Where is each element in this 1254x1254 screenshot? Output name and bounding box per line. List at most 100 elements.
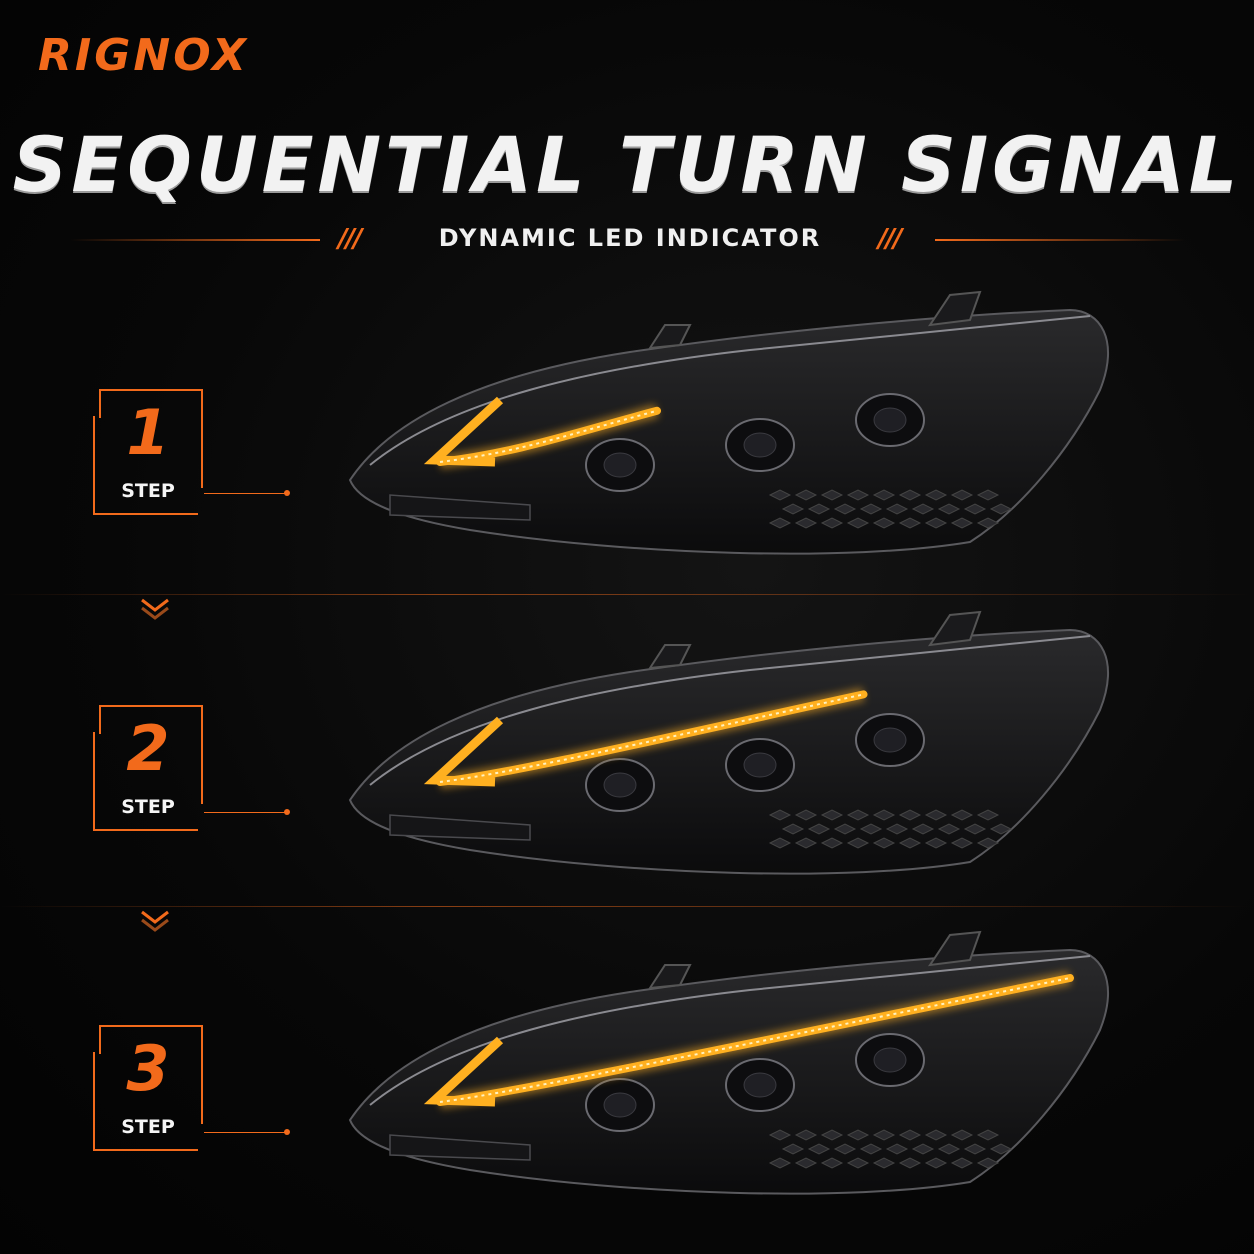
honeycomb-cell xyxy=(963,823,987,835)
chevron-down-icon xyxy=(141,598,169,620)
honeycomb-cell xyxy=(820,489,844,501)
honeycomb-cell xyxy=(950,489,974,501)
subtitle-row: /// DYNAMIC LED INDICATOR /// xyxy=(0,222,1254,258)
honeycomb-cell xyxy=(989,503,1013,515)
slash-mark-left: /// xyxy=(338,224,362,254)
honeycomb-cell xyxy=(924,837,948,849)
honeycomb-cell xyxy=(794,1129,818,1141)
step-leader-3 xyxy=(204,1132,286,1133)
honeycomb-cell xyxy=(911,823,935,835)
honeycomb-cell xyxy=(911,1143,935,1155)
mount-tab xyxy=(648,964,692,990)
projector-lens-core xyxy=(873,727,907,753)
honeycomb-cell xyxy=(976,1157,1000,1169)
honeycomb-cell xyxy=(898,1157,922,1169)
signal-arrowhead xyxy=(423,716,504,787)
honeycomb-cell xyxy=(768,1129,792,1141)
honeycomb-cell xyxy=(885,503,909,515)
headlight-step-2 xyxy=(348,610,1110,875)
projector-lens-core xyxy=(873,1047,907,1073)
honeycomb-cell xyxy=(807,823,831,835)
honeycomb-cell xyxy=(937,823,961,835)
mount-tab xyxy=(648,324,692,350)
subtitle: DYNAMIC LED INDICATOR xyxy=(438,224,822,252)
honeycomb-cell xyxy=(976,489,1000,501)
lens-edge xyxy=(369,315,1091,466)
honeycomb-cell xyxy=(846,1129,870,1141)
honeycomb-cell xyxy=(989,823,1013,835)
honeycomb-cell xyxy=(976,809,1000,821)
honeycomb-cell xyxy=(976,517,1000,529)
honeycomb-cell xyxy=(781,1143,805,1155)
projector-lens-core xyxy=(743,752,777,778)
honeycomb-cell xyxy=(846,809,870,821)
honeycomb-cell xyxy=(859,823,883,835)
lens-edge xyxy=(369,635,1091,786)
brand-logo: RIGNOX xyxy=(38,30,249,81)
honeycomb-cell xyxy=(794,489,818,501)
lower-trim xyxy=(389,1134,531,1161)
honeycomb-cell xyxy=(807,1143,831,1155)
signal-arrowhead xyxy=(423,1036,504,1107)
step-number-3: 3 xyxy=(126,1032,170,1105)
mount-tab xyxy=(927,930,982,967)
honeycomb-cell xyxy=(898,1129,922,1141)
honeycomb-cell xyxy=(781,503,805,515)
projector-lens-core xyxy=(603,452,637,478)
honeycomb-cell xyxy=(976,837,1000,849)
honeycomb-cell xyxy=(924,1157,948,1169)
honeycomb-cell xyxy=(950,837,974,849)
honeycomb-cell xyxy=(768,837,792,849)
honeycomb-cell xyxy=(989,1143,1013,1155)
step-frame-2 xyxy=(93,705,203,831)
lower-trim xyxy=(389,494,531,521)
projector-lens-core xyxy=(743,432,777,458)
step-badge-1: 1 STEP xyxy=(92,388,204,516)
honeycomb-cell xyxy=(937,503,961,515)
step-dot-3 xyxy=(284,1129,290,1135)
honeycomb-cell xyxy=(768,517,792,529)
honeycomb-cell xyxy=(885,823,909,835)
honeycomb-cell xyxy=(872,517,896,529)
honeycomb-cell xyxy=(976,1129,1000,1141)
step-label-3: STEP xyxy=(121,1116,175,1138)
honeycomb-cell xyxy=(950,1129,974,1141)
honeycomb-cell xyxy=(898,489,922,501)
honeycomb-cell xyxy=(937,1143,961,1155)
mount-tab xyxy=(927,610,982,647)
honeycomb-cell xyxy=(859,1143,883,1155)
honeycomb-cell xyxy=(872,1157,896,1169)
step-frame-1 xyxy=(93,389,203,515)
honeycomb-cell xyxy=(846,1157,870,1169)
honeycomb-cell xyxy=(846,489,870,501)
honeycomb-cell xyxy=(924,1129,948,1141)
signal-led-dots xyxy=(439,409,658,463)
headlight-step-3 xyxy=(348,930,1110,1195)
honeycomb-cell xyxy=(768,489,792,501)
step-dot-2 xyxy=(284,809,290,815)
honeycomb-cell xyxy=(820,1129,844,1141)
honeycomb-cell xyxy=(872,1129,896,1141)
honeycomb-cell xyxy=(872,809,896,821)
honeycomb-cell xyxy=(781,823,805,835)
slash-mark-right: /// xyxy=(878,224,902,254)
headlight-housing xyxy=(348,308,1110,555)
headlight-step-1 xyxy=(348,290,1110,555)
projector-lens-core xyxy=(603,772,637,798)
section-divider-1 xyxy=(0,594,1254,595)
honeycomb-cell xyxy=(963,1143,987,1155)
subtitle-line-right xyxy=(935,239,1185,241)
honeycomb-cell xyxy=(950,1157,974,1169)
honeycomb-cell xyxy=(794,809,818,821)
step-leader-2 xyxy=(204,812,286,813)
honeycomb-cell xyxy=(950,517,974,529)
honeycomb-cell xyxy=(924,489,948,501)
honeycomb-cell xyxy=(820,809,844,821)
projector-lens-core xyxy=(873,407,907,433)
honeycomb-cell xyxy=(872,837,896,849)
signal-led-dots xyxy=(439,977,1071,1103)
honeycomb-cell xyxy=(846,517,870,529)
signal-led-dots xyxy=(439,693,864,783)
step-label-2: STEP xyxy=(121,796,175,818)
honeycomb-cell xyxy=(794,517,818,529)
